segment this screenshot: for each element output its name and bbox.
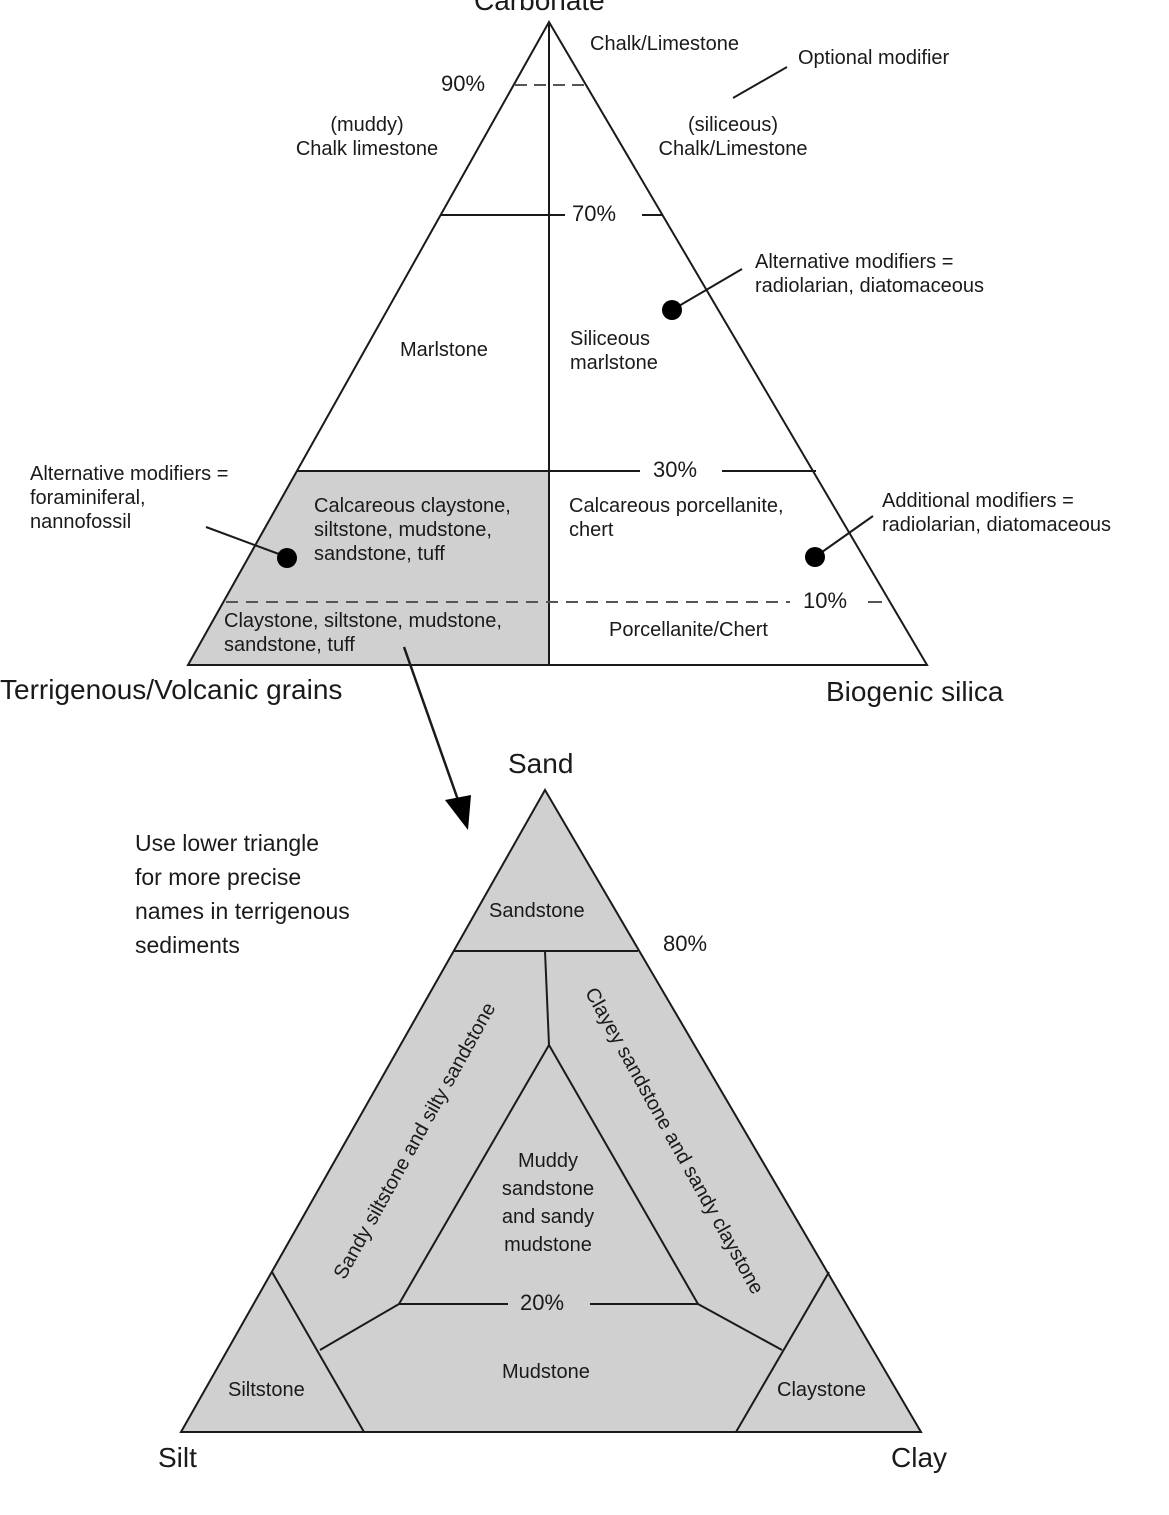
label-20-percent: 20% [520, 1290, 565, 1315]
region-porcellanite-chert: Porcellanite/Chert [609, 619, 768, 641]
lower-triangle-outline [179, 787, 923, 1433]
connector-arrow-shaft [402, 646, 460, 801]
calcareous-leader [205, 526, 288, 558]
siliceous-modifier-bullet [662, 300, 682, 320]
region-claystone-siltstone: Claystone, siltstone, mudstone, sandston… [224, 610, 502, 656]
region-calcareous-porcellanite: Calcareous porcellanite, chert [569, 495, 784, 541]
region-siltstone: Siltstone [228, 1379, 305, 1401]
siltstone-boundary [271, 1271, 365, 1433]
region-mudstone: Mudstone [502, 1361, 590, 1383]
region-calcareous-claystone: Calcareous claystone, siltstone, mudston… [314, 495, 511, 565]
label-30-percent: 30% [653, 457, 698, 482]
right-connector [697, 1303, 783, 1351]
porcellanite-modifier-bullet [805, 547, 825, 567]
porcellanite-leader [814, 515, 874, 558]
region-sandstone: Sandstone [489, 900, 585, 922]
claystone-boundary [735, 1271, 830, 1433]
vertex-biogenic-silica: Biogenic silica [826, 676, 1004, 707]
region-marlstone: Marlstone [400, 339, 488, 361]
inner-triangle-left [398, 1044, 550, 1305]
upper-triangle-outline [186, 19, 929, 666]
connector-arrow-head [445, 795, 471, 830]
vertex-sand: Sand [508, 748, 574, 779]
gray-region-calcareous [188, 471, 549, 665]
siliceous-leader [671, 268, 743, 311]
vertex-silt: Silt [158, 1442, 197, 1473]
vertex-carbonate: Carbonate [474, 0, 605, 16]
vertex-terrigenous: Terrigenous/Volcanic grains [0, 674, 343, 705]
region-chalk-limestone: Chalk/Limestone [590, 33, 739, 55]
optional-modifier-leader [732, 66, 788, 99]
vertex-clay: Clay [891, 1442, 948, 1473]
annotation-additional-modifiers: Additional modifiers = radiolarian, diat… [882, 490, 1112, 536]
region-siliceous-marlstone: Siliceous marlstone [570, 328, 658, 374]
region-muddy-sandstone: Muddy sandstone and sandy mudstone [501, 1150, 595, 1256]
calcareous-modifier-bullet [277, 548, 297, 568]
annotation-alt-modifiers-calcareous: Alternative modifiers = foraminiferal, n… [30, 463, 229, 533]
upper-divider [544, 950, 550, 1046]
label-90-percent: 90% [441, 71, 486, 96]
region-claystone: Claystone [777, 1379, 866, 1401]
left-connector [319, 1303, 400, 1351]
annotation-alt-modifiers-siliceous: Alternative modifiers = radiolarian, dia… [755, 251, 985, 297]
label-80-percent: 80% [663, 931, 708, 956]
region-siliceous-chalk: (siliceous) Chalk/Limestone [658, 114, 808, 160]
connector-note: Use lower triangle for more precise name… [135, 830, 350, 958]
region-muddy-chalk: (muddy) Chalk limestone [295, 114, 439, 160]
annotation-optional-modifier: Optional modifier [798, 47, 950, 69]
label-70-percent: 70% [572, 201, 617, 226]
label-10-percent: 10% [803, 588, 848, 613]
inner-triangle-right [548, 1044, 699, 1305]
